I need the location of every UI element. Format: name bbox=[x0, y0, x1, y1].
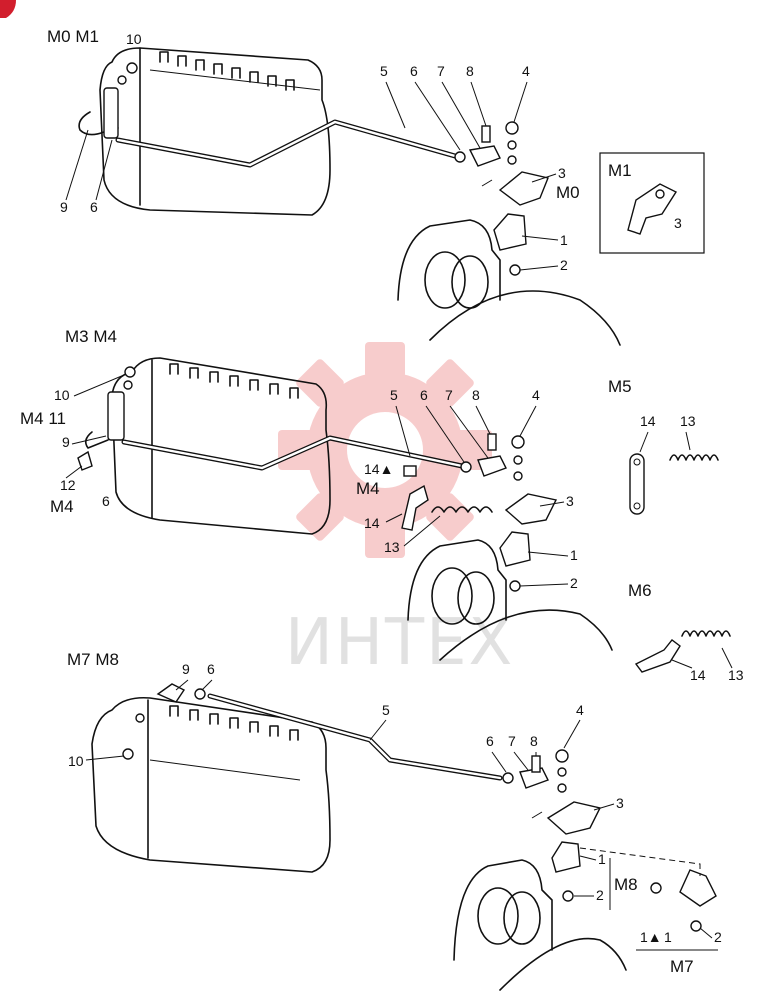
corner-tab bbox=[0, 0, 16, 18]
engine-housing-top bbox=[397, 219, 621, 346]
callout: 9 bbox=[182, 661, 190, 677]
detail-m5: M5 14 13 bbox=[608, 377, 719, 515]
callout: 13 bbox=[728, 667, 744, 683]
callout: 7 bbox=[508, 733, 516, 749]
callout: 6 bbox=[90, 199, 98, 215]
injection-pump-middle bbox=[77, 357, 331, 535]
callout: 4 bbox=[522, 63, 530, 79]
linkage-middle bbox=[401, 433, 558, 592]
linkage-top bbox=[454, 121, 549, 276]
callout: 6 bbox=[486, 733, 494, 749]
callout: 5 bbox=[390, 387, 398, 403]
callout: 2 bbox=[570, 575, 578, 591]
panel-middle: M3 M4 bbox=[20, 327, 744, 683]
callout: 3 bbox=[558, 165, 566, 181]
callout: 6 bbox=[410, 63, 418, 79]
watermark-text: ИНТЕХ bbox=[285, 606, 514, 680]
callout: 3 bbox=[566, 493, 574, 509]
injection-pump-bottom bbox=[91, 683, 331, 873]
callout: M0 bbox=[556, 183, 580, 202]
callout: M4 bbox=[50, 497, 74, 516]
callout: 1 bbox=[570, 547, 578, 563]
detail-m6-title: M6 bbox=[628, 581, 652, 600]
callout: M4 11 bbox=[20, 409, 66, 428]
engine-housing-bottom bbox=[453, 859, 627, 991]
callout: 8 bbox=[472, 387, 480, 403]
callout: 4 bbox=[532, 387, 540, 403]
callout: 5 bbox=[382, 702, 390, 718]
panel-bottom: M7 M8 bbox=[67, 650, 722, 991]
callout: 6 bbox=[207, 661, 215, 677]
callout: 2 bbox=[560, 257, 568, 273]
callout: 1 bbox=[560, 232, 568, 248]
callout: 7 bbox=[445, 387, 453, 403]
linkage-bottom bbox=[502, 749, 717, 932]
callout: 13 bbox=[384, 539, 400, 555]
callout: 13 bbox=[680, 413, 696, 429]
callout: 6 bbox=[102, 493, 110, 509]
detail-m5-title: M5 bbox=[608, 377, 632, 396]
callout: 7 bbox=[437, 63, 445, 79]
callouts-bottom: 9 6 5 10 4 6 7 8 3 1 2 M8 1▲ 1 2 M7 bbox=[68, 661, 722, 976]
panel-top: M0 M1 bbox=[47, 27, 705, 346]
callout: 1 bbox=[598, 851, 606, 867]
callout: 9 bbox=[60, 199, 68, 215]
callout: 2 bbox=[714, 929, 722, 945]
callouts-middle: 10 M4 11 9 12 M4 6 5 6 7 8 4 14▲ M4 3 14… bbox=[20, 374, 578, 591]
injection-pump-top bbox=[78, 47, 331, 216]
engine-housing-middle bbox=[407, 539, 613, 661]
callout: 9 bbox=[62, 434, 70, 450]
callout: 14 bbox=[690, 667, 706, 683]
callouts-top: 10 5 6 7 8 4 3 M0 1 2 9 6 bbox=[60, 31, 580, 273]
panel-bottom-title: M7 M8 bbox=[67, 650, 119, 669]
panel-top-title: M0 M1 bbox=[47, 27, 99, 46]
callout: 10 bbox=[68, 753, 84, 769]
callout: 10 bbox=[54, 387, 70, 403]
callout: 1▲ bbox=[640, 929, 662, 945]
callout: 14 bbox=[640, 413, 656, 429]
control-rod-top bbox=[115, 119, 458, 168]
inset-m1-title: M1 bbox=[608, 161, 632, 180]
callout: 14 bbox=[364, 515, 380, 531]
callout: 8 bbox=[530, 733, 538, 749]
callout: 5 bbox=[380, 63, 388, 79]
panel-middle-title: M3 M4 bbox=[65, 327, 117, 346]
callout: M7 bbox=[670, 957, 694, 976]
callout: 1 bbox=[664, 929, 672, 945]
callout: 3 bbox=[674, 215, 682, 231]
callout: M4 bbox=[356, 479, 380, 498]
callout: 3 bbox=[616, 795, 624, 811]
callout: 14▲ bbox=[364, 461, 393, 477]
callout: 12 bbox=[60, 477, 76, 493]
callout: M8 bbox=[614, 875, 638, 894]
callout: 4 bbox=[576, 702, 584, 718]
callout: 6 bbox=[420, 387, 428, 403]
callout: 10 bbox=[126, 31, 142, 47]
callout: 8 bbox=[466, 63, 474, 79]
callout: 2 bbox=[596, 887, 604, 903]
inset-m1: M1 3 bbox=[599, 152, 705, 254]
watermark-gear-icon bbox=[278, 342, 492, 558]
detail-m6: M6 14 13 bbox=[628, 581, 744, 683]
